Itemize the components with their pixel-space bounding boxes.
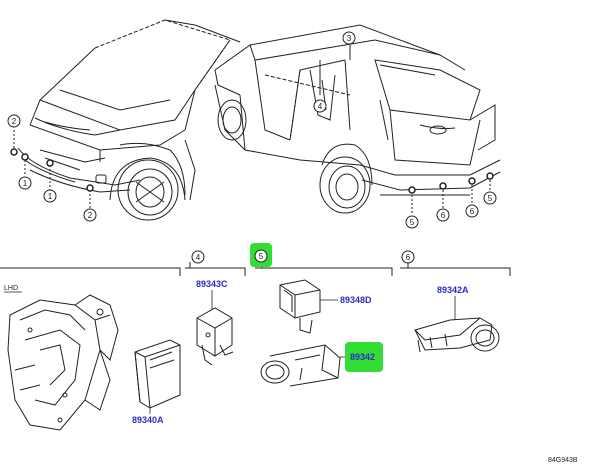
section-dividers — [0, 262, 511, 276]
callout-rear-6-left: 6 — [436, 208, 450, 222]
lhd-label: LHD — [4, 285, 18, 292]
callout-front-1-left: 1 — [18, 176, 32, 190]
section-label: 5 — [259, 252, 264, 261]
ecu-89340a-illustration — [134, 339, 181, 409]
callout-label: 3 — [347, 34, 352, 43]
section-marker-4: 4 — [191, 250, 205, 264]
diagram-code: 84G943B — [548, 457, 578, 464]
part-number-89342a[interactable]: 89342A — [437, 285, 469, 295]
callout-label: 2 — [12, 117, 17, 126]
callout-front-1-center: 1 — [43, 189, 57, 203]
callout-label: 6 — [470, 207, 475, 216]
callout-markers: 2 1 1 2 3 4 5 6 — [7, 31, 497, 229]
part-number-89342[interactable]: 89342 — [350, 352, 375, 362]
callout-front-2-left: 2 — [7, 114, 21, 128]
part-number-89342-highlighted[interactable]: 89342 — [345, 342, 383, 372]
callout-label: 5 — [488, 194, 493, 203]
part-number-89343c[interactable]: 89343C — [196, 279, 228, 289]
sensor-89342-illustration — [260, 344, 341, 387]
front-car-illustration — [13, 19, 241, 221]
holder-89348d-illustration — [279, 279, 321, 334]
callout-label: 5 — [410, 218, 415, 227]
section-marker-6: 6 — [401, 250, 415, 264]
ecu-89343c-illustration — [196, 307, 234, 366]
callout-front-2-right: 2 — [83, 208, 97, 222]
section-label: 4 — [196, 253, 201, 262]
callout-rear-6-right: 6 — [465, 204, 479, 218]
part-number-89340a[interactable]: 89340A — [132, 415, 164, 425]
callout-label: 1 — [23, 179, 28, 188]
part-number-89348d[interactable]: 89348D — [340, 295, 372, 305]
callout-label: 4 — [318, 102, 323, 111]
callout-rear-3: 3 — [342, 31, 356, 45]
dash-bracket-illustration — [7, 294, 119, 431]
callout-label: 2 — [88, 211, 93, 220]
section-label: 6 — [406, 253, 411, 262]
callout-label: 1 — [48, 192, 53, 201]
rear-car-illustration — [214, 24, 501, 215]
callout-rear-5-left: 5 — [405, 215, 419, 229]
rear-sensor-markers — [408, 172, 494, 194]
front-sensor-markers — [10, 148, 94, 192]
callout-rear-5-right: 5 — [483, 191, 497, 205]
callout-rear-4: 4 — [313, 99, 327, 113]
callout-label: 6 — [441, 211, 446, 220]
section-marker-5-highlighted: 5 — [250, 243, 272, 267]
